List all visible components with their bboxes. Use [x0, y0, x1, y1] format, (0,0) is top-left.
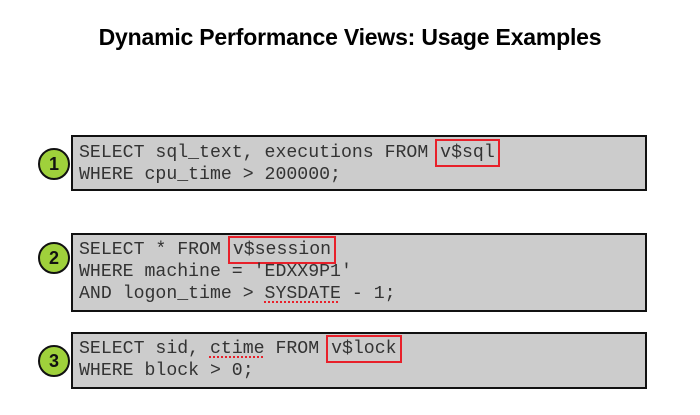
- code-line: SELECT sql_text, executions FROM v$sql: [79, 139, 500, 167]
- highlighted-view-name: v$lock: [326, 335, 402, 363]
- code-line: WHERE cpu_time > 200000;: [79, 164, 341, 186]
- code-text: - 1;: [340, 284, 396, 304]
- code-text: SELECT * FROM: [79, 240, 232, 260]
- code-block: SELECT sid, ctime FROM v$lock WHERE bloc…: [71, 332, 647, 389]
- highlighted-view-name: v$sql: [435, 139, 500, 167]
- code-text: FROM: [264, 339, 331, 359]
- code-text: AND logon_time >: [79, 284, 265, 304]
- code-line: SELECT sid, ctime FROM v$lock: [79, 335, 402, 363]
- code-line: SELECT * FROM v$session: [79, 236, 337, 264]
- code-text: WHERE cpu_time > 200000;: [79, 165, 341, 185]
- code-line: AND logon_time > SYSDATE - 1;: [79, 283, 396, 305]
- code-text: WHERE block > 0;: [79, 361, 254, 381]
- code-line: WHERE machine = 'EDXX9P1': [79, 261, 352, 283]
- highlighted-view-name: v$session: [227, 236, 337, 264]
- number-badge: 2: [38, 242, 70, 274]
- slide-title: Dynamic Performance Views: Usage Example…: [98, 24, 602, 50]
- code-block: SELECT * FROM v$session WHERE machine = …: [71, 233, 647, 312]
- spellcheck-flagged-word: ctime: [209, 339, 265, 359]
- spellcheck-flagged-word: SYSDATE: [264, 284, 341, 304]
- code-text: SELECT sid,: [79, 339, 210, 359]
- number-badge: 1: [38, 148, 70, 180]
- code-block: SELECT sql_text, executions FROM v$sql W…: [71, 135, 647, 191]
- code-line: WHERE block > 0;: [79, 360, 254, 382]
- number-badge: 3: [38, 345, 70, 377]
- code-text: WHERE machine = 'EDXX9P1': [79, 262, 352, 282]
- code-text: SELECT sql_text, executions FROM: [79, 143, 440, 163]
